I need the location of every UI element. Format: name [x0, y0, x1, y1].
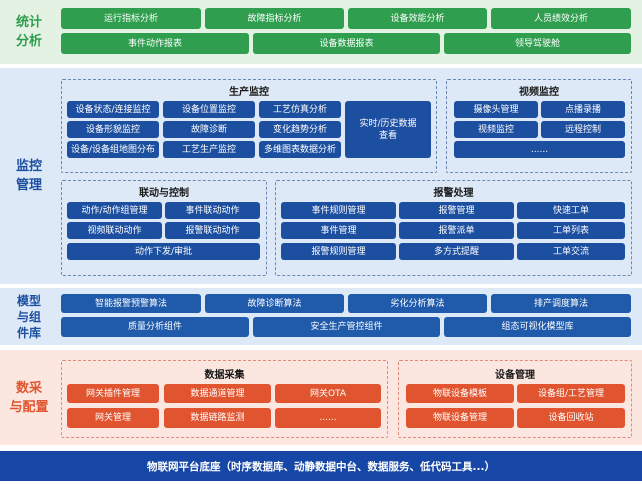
model-library-band: 模型 与组 件库 智能报警预警算法 故障诊断算法 劣化分析算法 排产调度算法 质…: [0, 288, 642, 345]
alarm-handling-item[interactable]: 快速工单: [517, 202, 625, 219]
production-monitor-item[interactable]: 设备状态/连接监控: [67, 101, 159, 118]
production-monitor-group: 生产监控: [61, 79, 437, 173]
collect-config-band: 数采 与配置 数据采集 网关插件管理 数据通道管理 网关OTA 网关管理 数据链…: [0, 350, 642, 445]
model-item[interactable]: 劣化分析算法: [348, 294, 487, 313]
video-monitor-title: 视频监控: [519, 87, 559, 98]
alarm-handling-item[interactable]: 工单交流: [517, 243, 625, 260]
action-dispatch-approval[interactable]: 动作下发/审批: [67, 243, 260, 260]
video-monitor-group: 视频监控: [446, 79, 632, 173]
model-item[interactable]: 质量分析组件: [61, 317, 249, 337]
linkage-control-group: 联动与控制: [61, 180, 267, 276]
device-management-group: 设备管理: [398, 360, 632, 438]
device-management-title: 设备管理: [495, 370, 535, 381]
alarm-handling-item[interactable]: 工单列表: [517, 222, 625, 239]
device-management-item[interactable]: 设备回收站: [517, 408, 625, 428]
alarm-handling-item[interactable]: 事件规则管理: [281, 202, 396, 219]
video-monitor-item[interactable]: 视频监控: [454, 121, 538, 138]
collect-config-band-title: 数采 与配置: [9, 380, 49, 415]
model-library-band-title: 模型 与组 件库: [16, 293, 41, 340]
analysis-band: 统计 分析 运行指标分析 故障指标分析 设备效能分析 人员绩效分析 事件动作报表…: [0, 0, 642, 64]
analysis-item[interactable]: 领导驾驶舱: [444, 33, 631, 54]
linkage-control-item[interactable]: 动作/动作组管理: [67, 202, 162, 219]
analysis-item[interactable]: 运行指标分析: [61, 8, 201, 29]
production-monitor-title: 生产监控: [229, 87, 269, 98]
production-monitor-item[interactable]: 工艺生产监控: [163, 141, 255, 158]
data-collection-item[interactable]: 数据通道管理: [164, 384, 271, 403]
data-collection-group: 数据采集: [61, 360, 388, 438]
production-monitor-item[interactable]: 故障诊断: [163, 121, 255, 138]
linkage-control-item[interactable]: 报警联动动作: [165, 222, 260, 239]
data-collection-item[interactable]: ......: [275, 408, 381, 428]
history-data-view[interactable]: 实时/历史数据 查看: [345, 101, 431, 158]
linkage-control-title: 联动与控制: [139, 188, 189, 199]
data-collection-item[interactable]: 数据链路监测: [164, 408, 271, 428]
monitor-band-title: 监控 管理: [15, 159, 42, 193]
alarm-handling-group: 报警处理: [275, 180, 632, 276]
production-monitor-item[interactable]: 变化趋势分析: [259, 121, 341, 138]
device-management-item[interactable]: 物联设备管理: [406, 408, 514, 428]
analysis-item[interactable]: 人员绩效分析: [491, 8, 631, 29]
linkage-control-item[interactable]: 视频联动动作: [67, 222, 162, 239]
production-monitor-item[interactable]: 设备位置监控: [163, 101, 255, 118]
alarm-handling-item[interactable]: 报警派单: [399, 222, 514, 239]
production-monitor-item[interactable]: 设备形貌监控: [67, 121, 159, 138]
data-collection-item[interactable]: 网关管理: [67, 408, 159, 428]
data-collection-item[interactable]: 网关插件管理: [67, 384, 159, 403]
video-monitor-item[interactable]: 摄像头管理: [454, 101, 538, 118]
alarm-handling-item[interactable]: 多方式提醒: [399, 243, 514, 260]
video-monitor-item[interactable]: 点播录播: [541, 101, 625, 118]
alarm-handling-item[interactable]: 事件管理: [281, 222, 396, 239]
video-monitor-item[interactable]: 远程控制: [541, 121, 625, 138]
iot-platform-base: 物联网平台底座（时序数据库、动静数据中台、数据服务、低代码工具...）: [0, 451, 642, 481]
model-item[interactable]: 智能报警预警算法: [61, 294, 201, 313]
analysis-item[interactable]: 事件动作报表: [61, 33, 249, 54]
iot-platform-base-label: 物联网平台底座（时序数据库、动静数据中台、数据服务、低代码工具...）: [147, 460, 495, 473]
analysis-item[interactable]: 设备效能分析: [348, 8, 487, 29]
analysis-item[interactable]: 故障指标分析: [205, 8, 344, 29]
model-item[interactable]: 组态可视化模型库: [444, 317, 631, 337]
video-monitor-more[interactable]: ......: [454, 141, 625, 158]
monitor-band: 监控 管理 生产监控 设备状态/连接监控 设备位置监控 工艺仿真分析 设备形貌监…: [0, 68, 642, 284]
production-monitor-item[interactable]: 多维图表数据分析: [259, 141, 341, 158]
model-item[interactable]: 安全生产管控组件: [253, 317, 440, 337]
device-management-item[interactable]: 物联设备模板: [406, 384, 514, 403]
model-item[interactable]: 排产调度算法: [491, 294, 631, 313]
production-monitor-item[interactable]: 工艺仿真分析: [259, 101, 341, 118]
production-monitor-item[interactable]: 设备/设备组地图分布: [67, 141, 159, 158]
linkage-control-item[interactable]: 事件联动动作: [165, 202, 260, 219]
data-collection-item[interactable]: 网关OTA: [275, 384, 381, 403]
model-item[interactable]: 故障诊断算法: [205, 294, 344, 313]
alarm-handling-title: 报警处理: [433, 188, 474, 199]
alarm-handling-item[interactable]: 报警规则管理: [281, 243, 396, 260]
analysis-item[interactable]: 设备数据报表: [253, 33, 440, 54]
device-management-item[interactable]: 设备组/工艺管理: [517, 384, 625, 403]
analysis-band-title: 统计 分析: [15, 15, 42, 49]
data-collection-title: 数据采集: [204, 370, 245, 381]
alarm-handling-item[interactable]: 报警管理: [399, 202, 514, 219]
